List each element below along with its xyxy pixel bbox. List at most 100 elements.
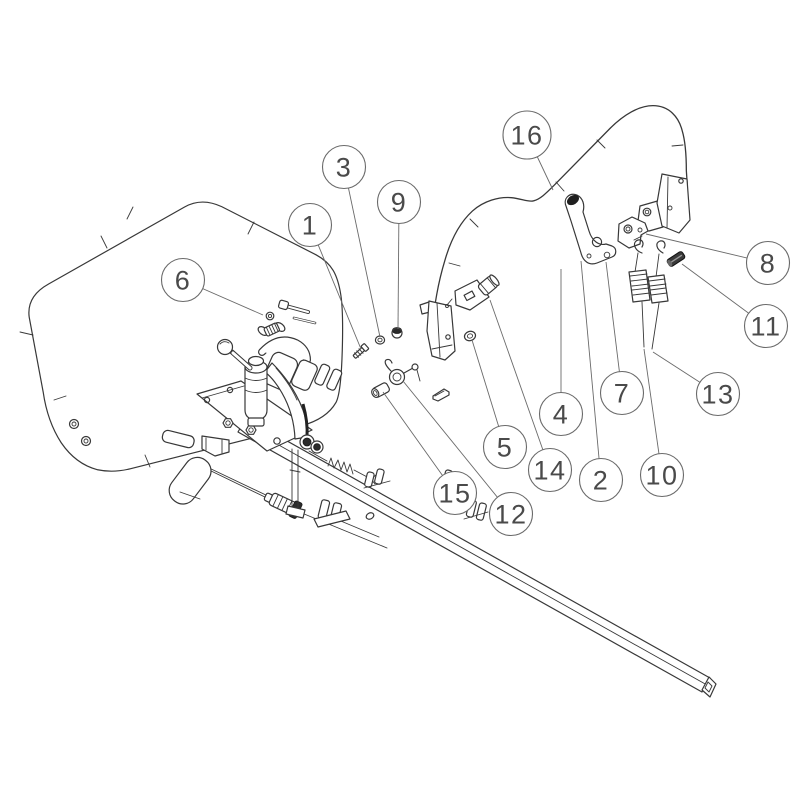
callout-14: 14 xyxy=(489,299,573,493)
callout-number: 9 xyxy=(391,188,408,218)
callout-circle xyxy=(502,110,552,160)
bar-clip-tab xyxy=(475,502,487,521)
plate-hole xyxy=(226,386,234,394)
callout-2: 2 xyxy=(578,260,624,503)
callout-10: 10 xyxy=(639,348,685,498)
part-cable-end xyxy=(445,274,500,311)
callout-circle xyxy=(538,391,584,437)
callout-number: 2 xyxy=(593,466,610,496)
part-upper-handle xyxy=(419,105,691,361)
hex-bolt xyxy=(245,425,257,435)
handle-end-plate-right xyxy=(656,173,691,234)
callout-circle xyxy=(321,144,367,190)
part-extension-spring-right xyxy=(647,240,669,350)
callout-15: 15 xyxy=(382,391,478,516)
callout-circle xyxy=(432,470,478,516)
leader-line xyxy=(309,224,362,350)
callout-number: 4 xyxy=(553,400,570,430)
callout-6: 6 xyxy=(160,257,264,316)
bolt xyxy=(273,437,281,445)
callout-3: 3 xyxy=(321,144,381,338)
callout-circle xyxy=(639,452,685,498)
leader-line xyxy=(402,380,512,515)
plate-hole xyxy=(203,396,211,404)
part-key-plate xyxy=(432,388,450,402)
grip-pad xyxy=(168,456,212,505)
cylinder-dome xyxy=(247,355,265,367)
callout-circle xyxy=(482,424,528,470)
tube-clamp-stub xyxy=(161,429,195,449)
leader-line xyxy=(489,299,551,471)
callout-number: 10 xyxy=(645,461,678,491)
vertical-strut xyxy=(289,448,301,511)
callout-number: 5 xyxy=(497,433,514,463)
callout-number: 14 xyxy=(533,456,566,486)
callout-circle xyxy=(488,491,534,537)
callout-circle xyxy=(745,240,791,286)
callout-9: 9 xyxy=(376,179,422,330)
callout-13: 13 xyxy=(652,351,741,417)
part-cap-nut xyxy=(391,327,403,339)
hex-bolt xyxy=(222,418,234,428)
callout-number: 8 xyxy=(760,249,777,279)
callout-circle xyxy=(376,179,422,225)
callout-circle xyxy=(160,257,206,303)
part-screw xyxy=(352,343,370,359)
part-washer xyxy=(463,330,477,342)
callout-number: 15 xyxy=(438,479,471,509)
part-extension-spring-left xyxy=(628,239,651,348)
bar-hole xyxy=(365,512,375,520)
callout-12: 12 xyxy=(402,380,534,537)
callout-number: 11 xyxy=(750,312,781,342)
tube-segment-marks xyxy=(19,206,255,468)
tube-segment-marks xyxy=(448,139,684,267)
callout-number: 1 xyxy=(302,211,319,241)
clamp-tab xyxy=(314,363,331,386)
part-washer-small xyxy=(374,335,386,345)
callout-circle xyxy=(287,202,333,248)
part-center-assembly xyxy=(161,336,343,505)
trigger-grip-tip xyxy=(566,194,580,206)
part-mount-bracket xyxy=(617,216,649,249)
callout-number: 16 xyxy=(510,121,543,151)
link-arm xyxy=(264,362,308,440)
callout-11: 11 xyxy=(681,263,789,349)
bar-end-cap xyxy=(701,676,717,698)
callout-number: 7 xyxy=(614,379,631,409)
callout-number: 6 xyxy=(175,266,192,296)
handle-bolt xyxy=(80,435,92,447)
lock-cylinder xyxy=(244,366,268,421)
cable-rod xyxy=(206,466,269,499)
spring-rod xyxy=(308,450,328,462)
callout-1: 1 xyxy=(287,202,362,350)
callout-4: 4 xyxy=(538,269,584,437)
clamp-tab xyxy=(326,368,343,391)
part-torsion-spring xyxy=(384,358,421,386)
callout-7: 7 xyxy=(599,261,645,416)
part-frame-bar xyxy=(237,417,717,698)
callout-8: 8 xyxy=(645,233,791,286)
callout-number: 13 xyxy=(701,380,734,410)
compression-spring xyxy=(327,457,354,475)
leader-line xyxy=(580,260,602,481)
leader-line xyxy=(343,166,381,338)
part-cable-clip xyxy=(257,311,286,337)
callout-5: 5 xyxy=(471,339,528,470)
callout-circle xyxy=(578,457,624,503)
callout-16: 16 xyxy=(502,110,554,191)
part-trigger-lever xyxy=(564,193,617,265)
callout-circle xyxy=(527,447,573,493)
part-roll-pin xyxy=(666,251,686,267)
callout-number: 12 xyxy=(494,500,527,530)
part-bar-hardware xyxy=(206,448,489,549)
bar-clip-base xyxy=(313,510,351,528)
callout-number: 3 xyxy=(336,153,353,183)
callout-circle xyxy=(599,370,645,416)
callout-circle xyxy=(743,303,789,349)
clamp-block xyxy=(291,359,318,391)
strut-foot xyxy=(285,505,306,519)
part-bushing xyxy=(371,382,390,398)
cable-stub-cap xyxy=(277,299,290,311)
